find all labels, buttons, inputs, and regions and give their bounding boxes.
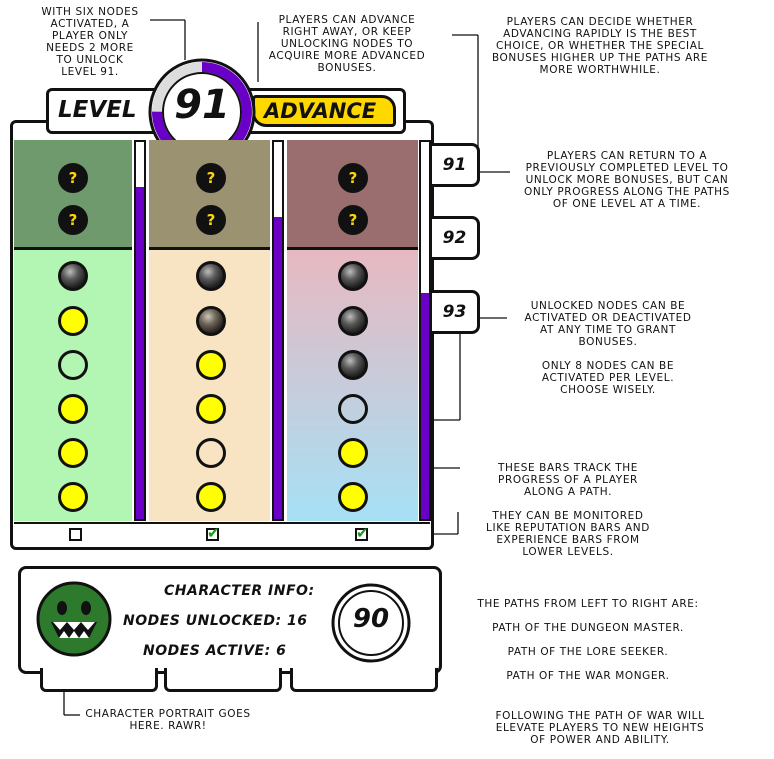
locked-node: ? xyxy=(338,205,368,235)
path-node[interactable] xyxy=(338,482,368,512)
note-six-nodes: WITH SIX NODES ACTIVATED, A PLAYER ONLY … xyxy=(41,6,139,78)
path-node[interactable] xyxy=(196,438,226,468)
check-icon: ✔ xyxy=(356,524,369,542)
level-ring xyxy=(148,58,256,166)
path-node[interactable] xyxy=(338,438,368,468)
note-unlocked: UNLOCKED NODES CAN BE ACTIVATED OR DEACT… xyxy=(524,300,692,396)
path-node[interactable] xyxy=(338,394,368,424)
path-node[interactable] xyxy=(58,306,88,336)
path-node[interactable] xyxy=(338,350,368,380)
path-node[interactable] xyxy=(58,482,88,512)
note-war: FOLLOWING THE PATH OF WAR WILL ELEVATE P… xyxy=(495,710,705,746)
path-checkbox-war-monger[interactable]: ✔ xyxy=(355,524,369,542)
progress-bar-lore-seeker xyxy=(272,140,284,521)
next-level-ring xyxy=(331,583,411,663)
locked-node: ? xyxy=(338,163,368,193)
path-node[interactable] xyxy=(58,261,88,291)
question-mark-icon: ? xyxy=(348,211,358,229)
path-node[interactable] xyxy=(58,438,88,468)
progress-fill xyxy=(274,217,282,519)
level-label: LEVEL xyxy=(58,97,137,123)
locked-node: ? xyxy=(58,205,88,235)
path-node[interactable] xyxy=(58,394,88,424)
note-bars: THESE BARS TRACK THE PROGRESS OF A PLAYE… xyxy=(486,462,650,558)
note-advance-now: PLAYERS CAN ADVANCE RIGHT AWAY, OR KEEP … xyxy=(268,14,426,74)
locked-node: ? xyxy=(196,205,226,235)
locked-node: ? xyxy=(58,163,88,193)
question-mark-icon: ? xyxy=(206,169,216,187)
path-checkbox-lore-seeker[interactable]: ✔ xyxy=(206,524,220,542)
question-mark-icon: ? xyxy=(206,211,216,229)
panel-foot-left xyxy=(40,668,158,692)
path-node[interactable] xyxy=(338,306,368,336)
progress-bar-dungeon-master xyxy=(134,140,146,521)
character-portrait[interactable] xyxy=(35,580,113,658)
path-checkbox-dungeon-master[interactable] xyxy=(69,528,82,541)
character-info-title: CHARACTER INFO: xyxy=(164,583,315,599)
nodes-active-text: NODES ACTIVE: 6 xyxy=(143,643,287,659)
note-paths: THE PATHS FROM LEFT TO RIGHT ARE: PATH O… xyxy=(477,598,699,682)
question-mark-icon: ? xyxy=(68,211,78,229)
progress-fill xyxy=(421,292,429,519)
advance-label: ADVANCE xyxy=(264,99,377,123)
progress-fill xyxy=(136,187,144,519)
path-node[interactable] xyxy=(196,261,226,291)
note-return: PLAYERS CAN RETURN TO A PREVIOUSLY COMPL… xyxy=(524,150,730,210)
nodes-unlocked-text: NODES UNLOCKED: 16 xyxy=(123,613,308,629)
path-node[interactable] xyxy=(196,350,226,380)
question-mark-icon: ? xyxy=(68,169,78,187)
path-node[interactable] xyxy=(196,394,226,424)
path-node[interactable] xyxy=(58,350,88,380)
path-node[interactable] xyxy=(338,261,368,291)
panel-foot-right xyxy=(290,668,438,692)
note-portrait: CHARACTER PORTRAIT GOES HERE. RAWR! xyxy=(85,708,251,732)
check-icon: ✔ xyxy=(207,524,220,542)
tab-level-92[interactable]: 92 xyxy=(432,216,480,260)
tab-level-91[interactable]: 91 xyxy=(432,143,480,187)
path-node[interactable] xyxy=(196,306,226,336)
next-level-value: 90 xyxy=(352,604,390,634)
progress-bar-war-monger xyxy=(419,140,431,521)
locked-node: ? xyxy=(196,163,226,193)
question-mark-icon: ? xyxy=(348,169,358,187)
note-decide: PLAYERS CAN DECIDE WHETHER ADVANCING RAP… xyxy=(491,16,709,76)
advance-button[interactable] xyxy=(252,95,396,127)
level-value: 91 xyxy=(174,82,230,128)
tab-level-93[interactable]: 93 xyxy=(432,290,480,334)
path-node[interactable] xyxy=(196,482,226,512)
panel-foot-middle xyxy=(164,668,282,692)
